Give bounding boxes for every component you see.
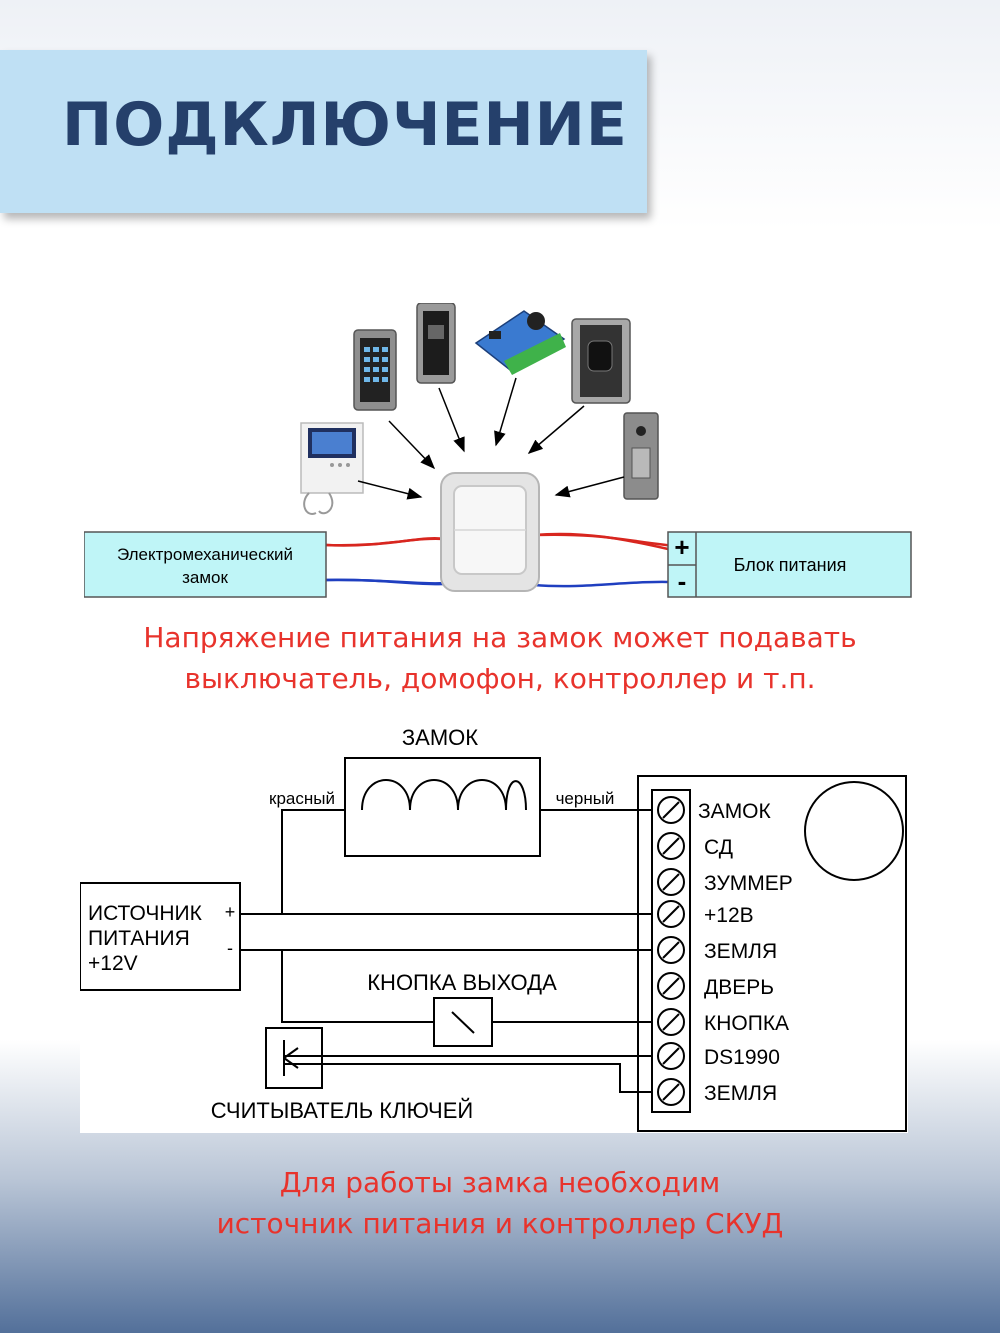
- source-label-line1: ИСТОЧНИК: [88, 902, 203, 925]
- controller-board-icon: [474, 310, 566, 375]
- plus-terminal: +: [674, 532, 689, 562]
- terminal-label-6: ДВЕРЬ: [704, 976, 774, 999]
- title-banner: [0, 50, 647, 213]
- source-plus: +: [225, 902, 236, 922]
- terminal-label-9: ЗЕМЛЯ: [704, 1082, 777, 1105]
- arrows: [357, 377, 625, 500]
- keypad-reader-icon: [353, 329, 397, 411]
- terminal-screw-slot: [662, 905, 680, 923]
- terminal-screw-slot: [662, 837, 680, 855]
- terminal-screw-slot: [662, 977, 680, 995]
- source-minus: -: [227, 938, 233, 958]
- power-label: Блок питания: [734, 555, 847, 575]
- caption-voltage-line2: выключатель, домофон, контроллер и т.п.: [184, 662, 816, 695]
- terminal-label-4: +12В: [704, 904, 754, 927]
- terminal-screw-slot: [662, 941, 680, 959]
- power-source-box: [79, 882, 241, 991]
- power-supply-box: [667, 531, 912, 598]
- source-label-line3: +12V: [88, 952, 138, 975]
- source-label-line2: ПИТАНИЯ: [88, 927, 190, 950]
- red-wire-line: [281, 809, 652, 915]
- terminal-label-5: ЗЕМЛЯ: [704, 940, 777, 963]
- terminal-screw-slot: [662, 873, 680, 891]
- exit-button-switch: [451, 1011, 475, 1034]
- wall-switch-icon: [440, 472, 540, 592]
- electromechanical-lock-box: [83, 531, 327, 598]
- caption-voltage: Напряжение питания на замок может подава…: [0, 617, 1000, 699]
- caption-requirements-line1: Для работы замка необходим: [279, 1166, 721, 1199]
- key-reader-symbol: [283, 1040, 299, 1076]
- lock-title: ЗАМОК: [402, 728, 478, 750]
- connection-illustration-svg: Электромеханический замок + - Блок питан…: [83, 302, 912, 598]
- wiring-schematic-svg: ЗАМОК красный черный ИСТОЧНИК ПИТАНИЯ +1…: [79, 725, 907, 1132]
- terminal-screws: [657, 796, 685, 1106]
- terminal-screw-slot: [662, 1047, 680, 1065]
- wiring-schematic: ЗАМОК красный черный ИСТОЧНИК ПИТАНИЯ +1…: [79, 725, 908, 1133]
- terminal-label-3: ЗУММЕР: [704, 872, 793, 895]
- exit-button-label: КНОПКА ВЫХОДА: [367, 970, 557, 995]
- terminal-label-8: DS1990: [704, 1046, 780, 1069]
- minus-terminal: -: [678, 566, 687, 596]
- terminal-labels: ЗАМОКСДЗУММЕР+12ВЗЕМЛЯДВЕРЬКНОПКАDS1990З…: [698, 800, 793, 1105]
- terminal-label-2: СД: [704, 836, 733, 859]
- terminal-block: [651, 789, 691, 1113]
- lock-coil-box: [344, 757, 541, 857]
- key-reader-box: [265, 1027, 323, 1089]
- exit-button-wire: [281, 950, 434, 1023]
- proximity-reader-icon: [416, 302, 456, 384]
- caption-voltage-line1: Напряжение питания на замок может подава…: [143, 621, 857, 654]
- terminal-screw-slot: [662, 1013, 680, 1031]
- blue-wire-left: [325, 578, 445, 586]
- intercom-monitor-icon: [300, 422, 364, 515]
- controller-circle: [804, 781, 904, 881]
- lock-coil-icon: [361, 779, 527, 811]
- red-wire-left: [325, 537, 445, 547]
- terminal-label-1: ЗАМОК: [698, 800, 772, 823]
- call-panel-icon: [623, 412, 659, 500]
- terminal-label-7: КНОПКА: [704, 1012, 789, 1035]
- red-wire-label: красный: [269, 789, 335, 808]
- terminal-screw-slot: [662, 1083, 680, 1101]
- caption-requirements: Для работы замка необходим источник пита…: [0, 1162, 1000, 1244]
- terminal-screw-slot: [662, 801, 680, 819]
- key-reader-label: СЧИТЫВАТЕЛЬ КЛЮЧЕЙ: [211, 1098, 473, 1123]
- red-wire-right: [533, 532, 669, 551]
- page-title: ПОДКЛЮЧЕНИЕ: [62, 90, 628, 160]
- caption-requirements-line2: источник питания и контроллер СКУД: [216, 1207, 784, 1240]
- reader-ground-line: [284, 1063, 652, 1093]
- lock-label-line1: Электромеханический: [117, 545, 293, 564]
- fingerprint-reader-icon: [571, 318, 631, 404]
- controller-box: [637, 775, 907, 1132]
- black-wire-label: черный: [556, 789, 615, 808]
- connection-illustration: Электромеханический замок + - Блок питан…: [83, 302, 912, 598]
- lock-label-line2: замок: [182, 568, 228, 587]
